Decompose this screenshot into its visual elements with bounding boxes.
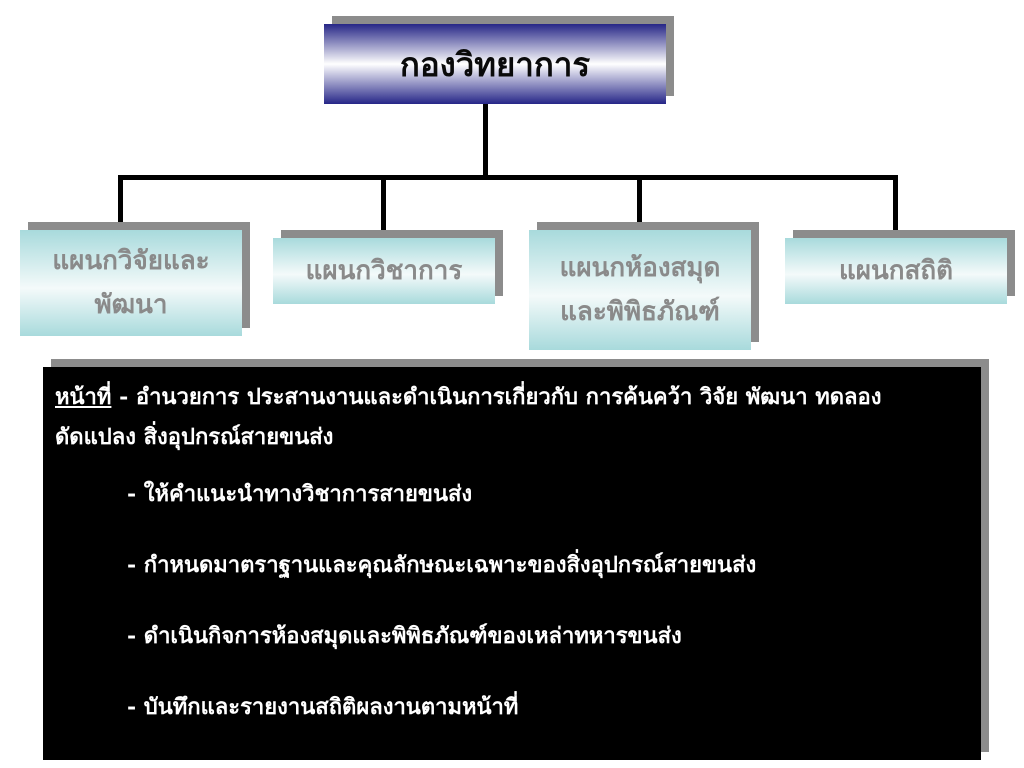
duties-intro: หน้าที่ - อำนวยการ ประสานงานและดำเนินการ… [55,377,969,457]
dept-statistics-box: แผนกสถิติ [785,238,1007,304]
dept-statistics-label: แผนกสถิติ [838,256,953,286]
dept-library-box: แผนกห้องสมุด และพิพิธภัณฑ์ [529,230,751,350]
dept-library-line1: แผนกห้องสมุด [559,253,721,283]
dept-academic-label: แผนกวิชาการ [305,256,463,286]
dept-academic-box: แผนกวิชาการ [273,238,495,304]
dept-library-line2: และพิพิธภัณฑ์ [560,297,720,327]
duty-item: - กำหนดมาตราฐานและคุณลักษณะเฉพาะของสิ่งอ… [127,552,757,578]
duty-item: - ดำเนินกิจการห้องสมุดและพิพิธภัณฑ์ของเห… [127,623,682,649]
connector-drop-3 [637,175,642,227]
connector-drop-2 [381,175,386,235]
dept-research-line2: พัฒนา [94,290,168,320]
duties-list: - ให้คำแนะนำทางวิชาการสายขนส่ง - กำหนดมา… [55,479,969,763]
dept-research-box: แผนกวิจัยและ พัฒนา [20,230,242,336]
division-title-box: กองวิทยาการ [324,24,666,104]
duty-item: - บันทึกและรายงานสถิติผลงานตามหน้าที่ [127,694,519,720]
connector-drop-4 [893,175,898,235]
connector-drop-1 [118,175,123,227]
connector-vertical-top [483,103,488,179]
connector-horizontal [118,175,898,180]
dept-research-line1: แผนกวิจัยและ [52,246,210,276]
division-title: กองวิทยาการ [399,44,591,84]
duty-item: - ให้คำแนะนำทางวิชาการสายขนส่ง [127,481,473,507]
duties-intro-text: - อำนวยการ ประสานงานและดำเนินการเกี่ยวกั… [55,384,882,450]
duties-panel: หน้าที่ - อำนวยการ ประสานงานและดำเนินการ… [43,367,981,760]
duties-label: หน้าที่ [55,384,112,410]
